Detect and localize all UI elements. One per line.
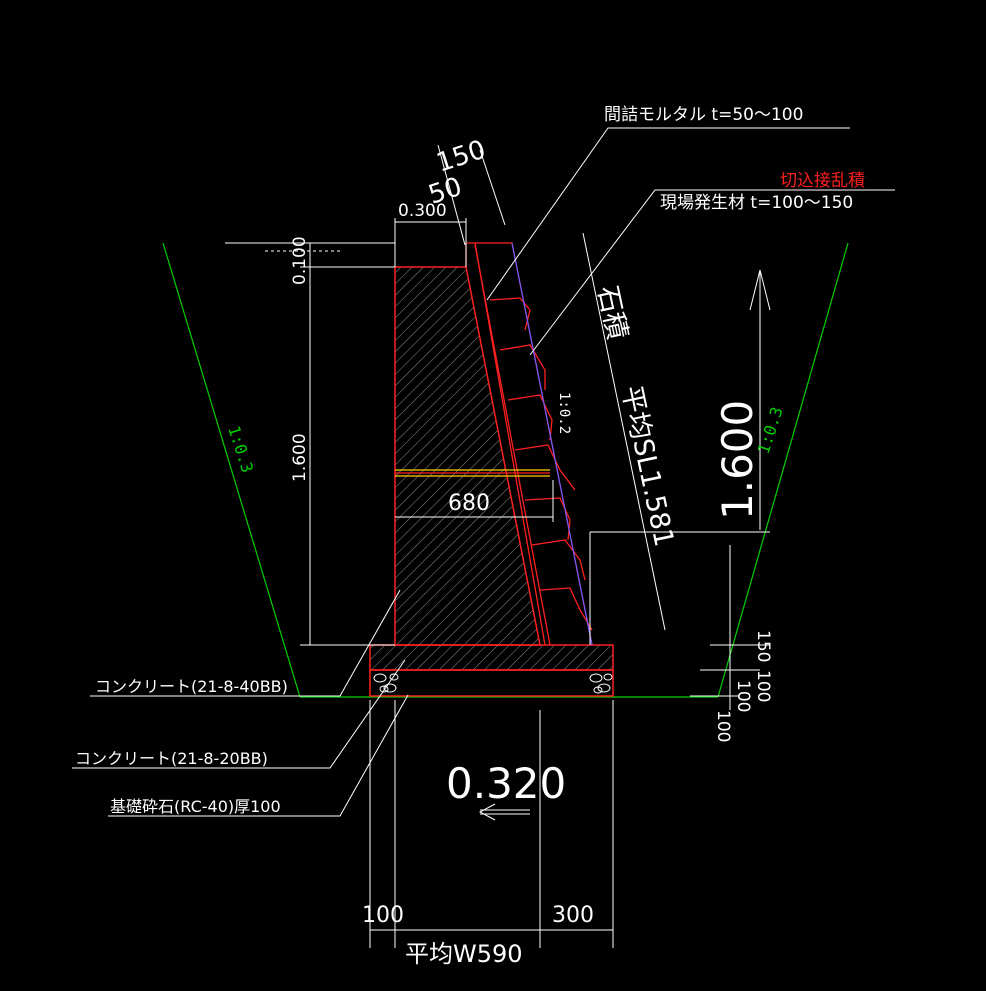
label-avg-sl: 平均SL1.581 [615,383,679,549]
dim-150: 150 [433,135,489,179]
label-slope-stone: 1:0.2 [556,392,572,434]
dim-100-c: 100 [713,710,733,742]
label-slope-left: 1:0.3 [224,423,257,475]
leader-lines [72,127,895,817]
right-excavation-line [717,242,849,698]
base-concrete-slab [369,644,614,671]
dim-680: 680 [448,491,490,516]
dim-300-bottom: 300 [552,903,594,928]
label-concrete-40: コンクリート(21-8-40BB) [95,677,288,696]
concrete-backing-hatch [394,266,541,646]
dim-0100: 0.100 [290,236,310,285]
dim-big-1600: 1.600 [713,400,762,520]
left-excavation-line [162,242,301,698]
dim-100-a: 100 [753,670,773,702]
retaining-wall-body [369,266,614,697]
dim-0320: 0.320 [446,759,566,808]
label-backfill: 現場発生材 t=100〜150 [660,193,853,213]
label-concrete-20: コンクリート(21-8-20BB) [75,749,268,768]
dim-0300: 0.300 [398,201,447,221]
label-stone: 石積 [591,283,633,342]
gravel-symbols [373,673,613,694]
label-cut-type: 切込接乱積 [780,171,865,191]
label-gravel: 基礎砕石(RC-40)厚100 [110,797,281,816]
stone-face-line [511,242,593,646]
dim-avg-width: 平均W590 [405,940,523,968]
dimension-lines [300,144,771,948]
excavation-slope-lines [162,242,849,698]
dim-100-b: 100 [733,680,753,712]
dim-100-bottom: 100 [362,903,404,928]
label-grout: 間詰モルタル t=50〜100 [604,105,803,125]
base-gravel-layer [369,669,614,697]
dim-1600: 1.600 [290,433,310,482]
dim-150-right: 150 [753,630,773,662]
arrow-0320 [478,803,530,821]
